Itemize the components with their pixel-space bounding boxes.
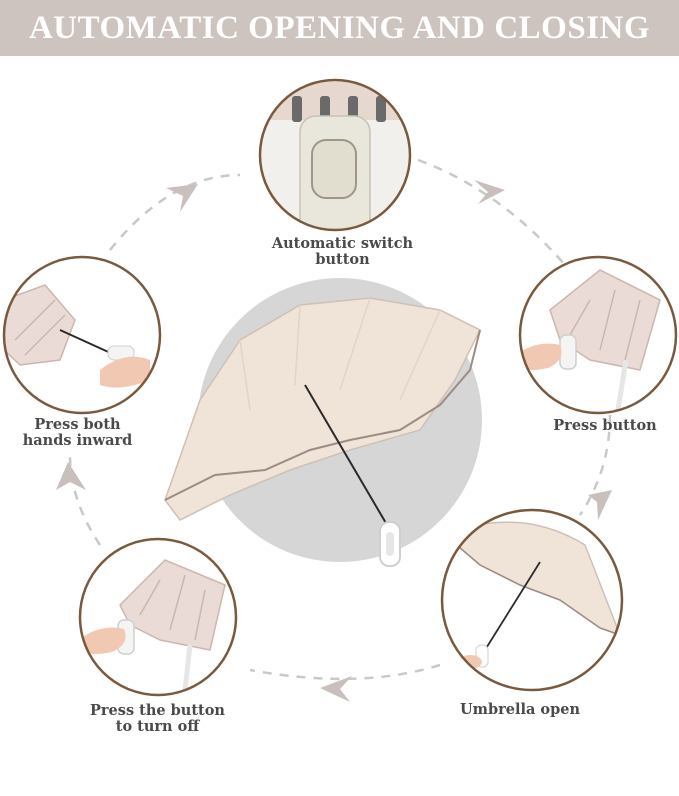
banner-title: AUTOMATIC OPENING AND CLOSING: [28, 9, 651, 46]
label-turn-off-line1: Press the button: [90, 702, 225, 719]
center-umbrella: [164, 278, 482, 567]
label-press-both-line1: Press both: [34, 416, 121, 433]
step-switch-circle: [258, 78, 412, 232]
label-umbrella-open: Umbrella open: [440, 702, 600, 718]
step-turn-off-circle: [78, 537, 238, 697]
label-press-both-line2: hands inward: [22, 432, 133, 449]
label-automatic-switch-line1: Automatic switch: [271, 235, 414, 252]
cycle-path: [68, 158, 612, 681]
step-press-both-circle: [2, 255, 162, 415]
arrow-head-bottom: [320, 676, 352, 702]
label-umbrella-open-text: Umbrella open: [459, 701, 581, 718]
label-press-button-text: Press button: [553, 417, 657, 434]
arrow-head-left: [56, 462, 86, 490]
title-banner: AUTOMATIC OPENING AND CLOSING: [0, 0, 679, 56]
step-umbrella-open-circle: [440, 508, 624, 692]
arrow-head-top-right: [474, 180, 505, 204]
cycle-arrows: [56, 180, 612, 702]
label-press-both-hands: Press both hands inward: [10, 417, 145, 449]
label-press-button: Press button: [540, 418, 670, 434]
label-turn-off-line2: to turn off: [115, 718, 200, 735]
arrow-head-right: [588, 490, 612, 520]
label-automatic-switch-line2: button: [315, 251, 370, 268]
step-press-button-circle: [518, 255, 678, 415]
label-press-to-turn-off: Press the button to turn off: [70, 703, 245, 735]
label-automatic-switch: Automatic switch button: [250, 236, 435, 268]
arrow-head-top-left: [166, 184, 198, 212]
